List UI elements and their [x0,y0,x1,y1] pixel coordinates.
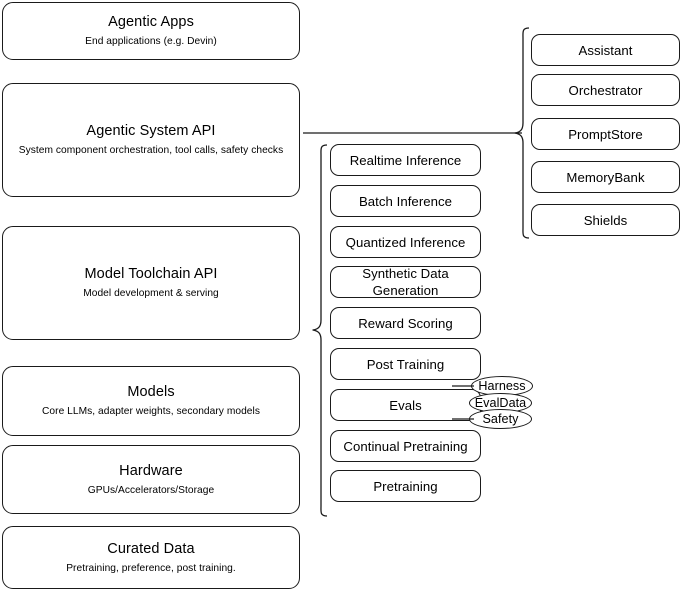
layer-hardware[interactable]: Hardware GPUs/Accelerators/Storage [2,445,300,514]
item-assistant[interactable]: Assistant [531,34,680,66]
pill-label: Safety [482,412,519,426]
layer-subtitle: Pretraining, preference, post training. [66,562,236,574]
item-synthetic-data-generation[interactable]: Synthetic Data Generation [330,266,481,298]
item-memorybank[interactable]: MemoryBank [531,161,680,193]
item-pretraining[interactable]: Pretraining [330,470,481,502]
item-label: Pretraining [373,478,438,494]
item-label: PromptStore [568,126,643,142]
item-continual-pretraining[interactable]: Continual Pretraining [330,430,481,462]
layer-title: Agentic System API [86,123,216,139]
layer-title: Model Toolchain API [84,266,218,282]
item-label: Shields [583,212,628,228]
pill-safety[interactable]: Safety [469,409,532,429]
layer-subtitle: Core LLMs, adapter weights, secondary mo… [42,406,260,417]
brace-right-column [514,27,530,239]
item-realtime-inference[interactable]: Realtime Inference [330,144,481,176]
item-promptstore[interactable]: PromptStore [531,118,680,150]
item-label: Batch Inference [358,193,453,209]
item-batch-inference[interactable]: Batch Inference [330,185,481,217]
item-reward-scoring[interactable]: Reward Scoring [330,307,481,339]
item-label: Reward Scoring [358,315,453,331]
item-label: Continual Pretraining [343,438,468,454]
item-label: MemoryBank [566,169,645,185]
item-label: Quantized Inference [345,234,466,250]
layer-subtitle: GPUs/Accelerators/Storage [87,484,215,496]
layer-agentic-system-api[interactable]: Agentic System API System component orch… [2,83,300,197]
item-shields[interactable]: Shields [531,204,680,236]
item-label: Evals [389,397,422,413]
item-label: Realtime Inference [349,152,462,168]
layer-title: Agentic Apps [108,14,194,30]
layer-title: Hardware [119,462,183,479]
item-label: Synthetic Data Generation [362,266,449,298]
layer-subtitle: End applications (e.g. Devin) [85,36,217,47]
item-label: Post Training [366,356,445,372]
layer-subtitle: System component orchestration, tool cal… [18,145,284,156]
layer-title: Curated Data [107,540,195,557]
layer-title: Models [127,384,175,400]
brace-middle-column [312,144,328,517]
layer-curated-data[interactable]: Curated Data Pretraining, preference, po… [2,526,300,589]
item-label: Orchestrator [568,82,643,98]
pill-label: EvalData [474,396,527,410]
item-orchestrator[interactable]: Orchestrator [531,74,680,106]
layer-models[interactable]: Models Core LLMs, adapter weights, secon… [2,366,300,436]
item-post-training[interactable]: Post Training [330,348,481,380]
layer-subtitle: Model development & serving [83,288,219,299]
item-evals[interactable]: Evals [330,389,481,421]
layer-model-toolchain-api[interactable]: Model Toolchain API Model development & … [2,226,300,340]
item-quantized-inference[interactable]: Quantized Inference [330,226,481,258]
layer-agentic-apps[interactable]: Agentic Apps End applications (e.g. Devi… [2,2,300,60]
pill-label: Harness [478,379,526,393]
item-label: Assistant [578,42,633,58]
pill-evaldata[interactable]: EvalData [469,393,532,413]
